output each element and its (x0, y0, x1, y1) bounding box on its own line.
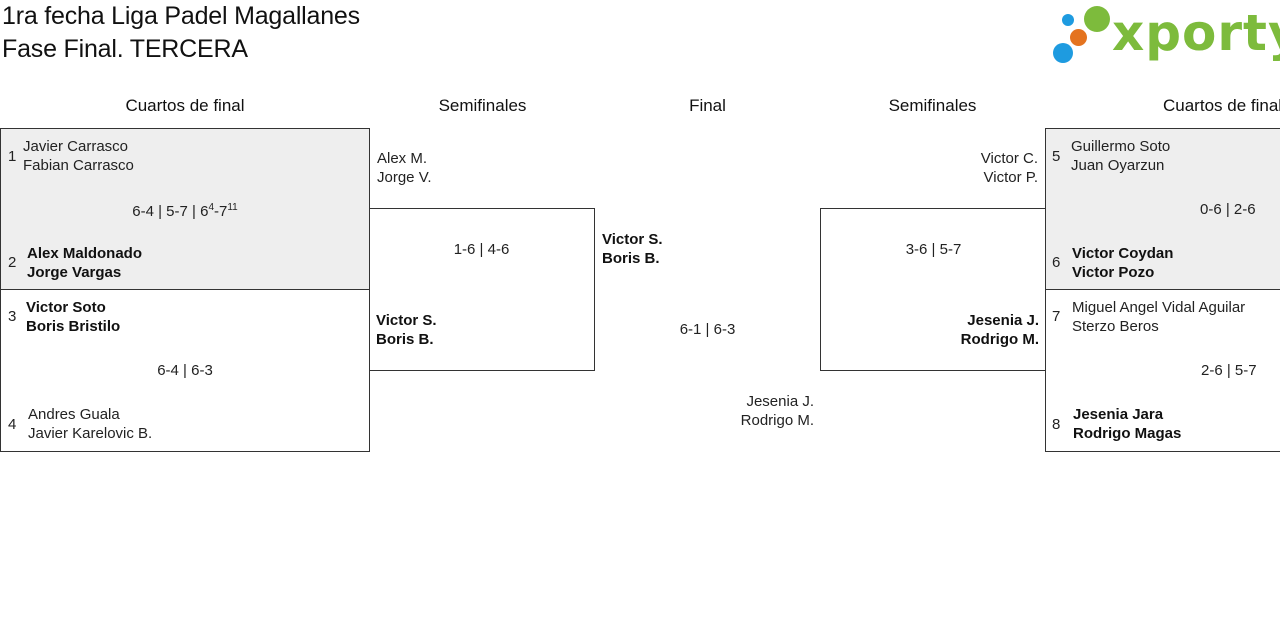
match-left-qf2: 3 Victor Soto Boris Bristilo 6-4 | 6-3 4… (0, 289, 370, 452)
xporty-logo: xporty (1050, 4, 1280, 68)
player-name: Victor P. (983, 169, 1038, 186)
match-right-qf2: 7 Miguel Angel Vidal Aguilar Sterzo Bero… (1045, 289, 1280, 452)
team-entry-winner: Victor Coydan Victor Pozo (1072, 244, 1173, 282)
team-entry: Guillermo Soto Juan Oyarzun (1071, 137, 1170, 175)
player-name: Victor C. (980, 150, 1038, 167)
player-name: Juan Oyarzun (1071, 157, 1165, 174)
player-name: Javier Karelovic B. (28, 425, 153, 442)
team-entry: Victor C. Victor P. (900, 149, 1038, 187)
player-name: Victor Coydan (1072, 245, 1174, 262)
match-score: 6-4 | 6-3 (157, 362, 213, 379)
match-right-qf1: 5 Guillermo Soto Juan Oyarzun 0-6 | 2-6 … (1045, 128, 1280, 290)
player-name: Javier Carrasco (23, 138, 129, 155)
round-header-final: Final (689, 96, 726, 115)
match-right-sf: 3-6 | 5-7 Jesenia J. Rodrigo M. (820, 208, 1046, 371)
player-name: Rodrigo M. (960, 331, 1039, 348)
logo-dot-green (1084, 6, 1110, 32)
page-subtitle: Fase Final. TERCERA (2, 35, 248, 63)
team-entry-winner: Victor S. Boris B. (602, 230, 663, 268)
player-name: Victor S. (602, 231, 663, 248)
team-entry: Andres Guala Javier Karelovic B. (28, 405, 152, 443)
seed: 7 (1052, 308, 1061, 325)
player-name: Boris B. (602, 250, 660, 267)
final-score: 6-1 | 6-3 (679, 321, 736, 338)
page-title: 1ra fecha Liga Padel Magallanes (2, 2, 360, 30)
player-name: Sterzo Beros (1072, 318, 1159, 335)
team-entry-winner: Jesenia J. Rodrigo M. (901, 311, 1039, 349)
player-name: Victor Pozo (1072, 264, 1155, 281)
player-name: Jesenia J. (967, 312, 1039, 329)
player-name: Alex M. (377, 150, 428, 167)
seed: 5 (1052, 148, 1061, 165)
player-name: Rodrigo M. (740, 412, 814, 429)
team-entry: Jesenia J. Rodrigo M. (690, 392, 814, 430)
player-name: Jorge V. (377, 169, 432, 186)
player-name: Alex Maldonado (27, 245, 143, 262)
match-left-sf: 1-6 | 4-6 Victor S. Boris B. (369, 208, 595, 371)
player-name: Jesenia Jara (1073, 406, 1164, 423)
logo-dot-blue (1053, 43, 1073, 63)
player-name: Victor S. (376, 312, 437, 329)
round-header-right-semis: Semifinales (888, 96, 977, 115)
logo-dot-orange (1070, 29, 1087, 46)
match-score: 0-6 | 2-6 (1200, 201, 1256, 218)
match-score: 1-6 | 4-6 (453, 241, 510, 258)
player-name: Jesenia J. (746, 393, 814, 410)
player-name: Miguel Angel Vidal Aguilar (1072, 299, 1246, 316)
seed: 1 (8, 148, 17, 165)
match-score: 3-6 | 5-7 (905, 241, 962, 258)
round-header-right-quarters: Cuartos de final (1163, 96, 1280, 115)
match-score: 2-6 | 5-7 (1201, 362, 1257, 379)
player-name: Rodrigo Magas (1073, 425, 1182, 442)
team-entry-winner: Victor S. Boris B. (376, 311, 437, 349)
match-left-qf1: 1 Javier Carrasco Fabian Carrasco 6-4 | … (0, 128, 370, 290)
round-header-left-quarters: Cuartos de final (125, 96, 245, 115)
player-name: Boris Bristilo (26, 318, 121, 335)
match-score: 6-4 | 5-7 | 64-711 (132, 202, 238, 220)
team-entry: Miguel Angel Vidal Aguilar Sterzo Beros (1072, 298, 1245, 336)
team-entry-winner: Victor Soto Boris Bristilo (26, 298, 120, 336)
team-entry: Alex M. Jorge V. (377, 149, 432, 187)
player-name: Andres Guala (28, 406, 120, 423)
round-header-left-semis: Semifinales (438, 96, 527, 115)
player-name: Jorge Vargas (27, 264, 122, 281)
player-name: Boris B. (376, 331, 434, 348)
logo-wordmark: xporty (1112, 4, 1280, 62)
seed: 6 (1052, 254, 1061, 271)
seed: 4 (8, 416, 17, 433)
seed: 3 (8, 308, 17, 325)
team-entry: Javier Carrasco Fabian Carrasco (23, 137, 134, 175)
team-entry-winner: Jesenia Jara Rodrigo Magas (1073, 405, 1181, 443)
seed: 8 (1052, 416, 1061, 433)
logo-dot-blue-small (1062, 14, 1074, 26)
team-entry-winner: Alex Maldonado Jorge Vargas (27, 244, 142, 282)
player-name: Victor Soto (26, 299, 106, 316)
player-name: Guillermo Soto (1071, 138, 1171, 155)
seed: 2 (8, 254, 17, 271)
player-name: Fabian Carrasco (23, 157, 134, 174)
